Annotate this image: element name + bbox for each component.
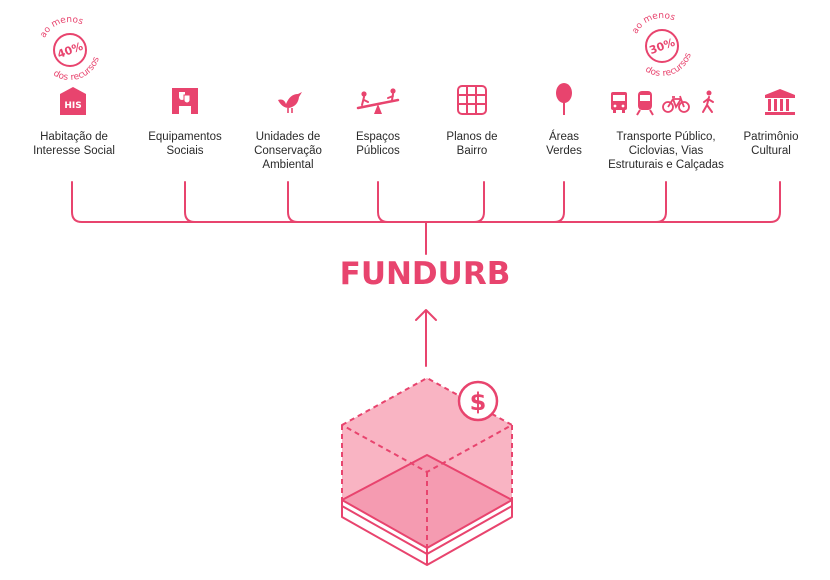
seesaw-icon [356,88,400,114]
badge-40: 40% ao menos dos recursos [30,8,110,90]
tree-icon [556,83,572,115]
svg-text:HIS: HIS [64,101,81,111]
connector-espacos [377,181,389,223]
grid-map-icon [457,85,487,115]
fund-title: FUNDURB [339,256,511,292]
connector-unidades [287,181,299,223]
connector-planos [473,181,485,223]
museum-icon [765,89,795,115]
up-arrow-icon [415,309,437,367]
transport-icons [611,90,714,116]
connector-transporte [655,181,667,223]
connector-areas [553,181,565,223]
bird-icon [278,92,302,113]
connector-equipamentos [184,181,196,223]
bicycle-icon [662,95,690,113]
svg-text:$: $ [470,388,487,416]
his-building-icon: HIS [60,87,86,115]
dollar-coin-icon: $ [457,380,499,422]
theater-masks-icon [172,88,198,114]
pedestrian-icon [702,90,714,113]
badge-30: 30% ao menos dos recursos [622,4,702,86]
